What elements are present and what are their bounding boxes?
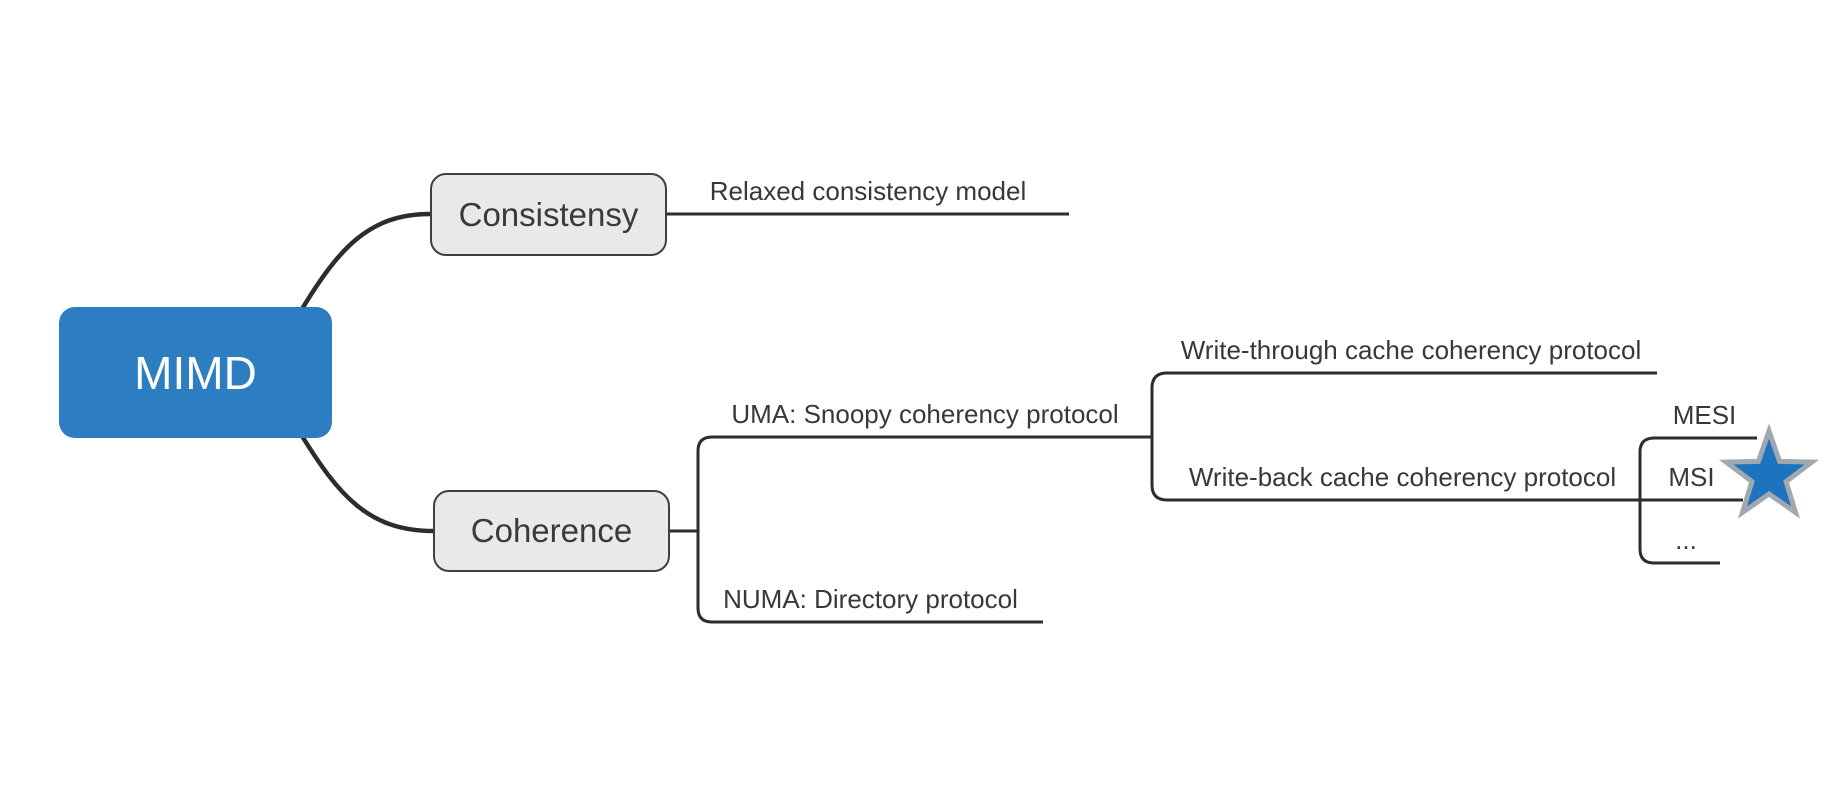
node-write-back[interactable]: Write-back cache coherency protocol [1188,462,1617,492]
star-icon[interactable] [1718,423,1820,519]
node-mimd-label: MIMD [134,346,257,399]
branch-writeback-children [1638,436,1757,565]
node-coherence-label: Coherence [470,512,633,549]
node-mesi[interactable]: MESI [1672,400,1737,430]
node-consistency[interactable]: Consistensy [430,173,667,256]
connector-mimd-coherence [300,434,434,534]
node-ellipsis[interactable]: ... [1675,525,1697,555]
branch-coherence-uma-numa [696,435,1152,624]
branch-uma-write-children [1150,371,1743,502]
node-msi[interactable]: MSI [1668,462,1715,492]
node-write-through[interactable]: Write-through cache coherency protocol [1180,335,1642,365]
connector-mimd-consistency [300,211,431,311]
node-consistency-label: Consistensy [458,195,639,233]
node-uma-snoopy[interactable]: UMA: Snoopy coherency protocol [731,399,1119,429]
node-mimd[interactable]: MIMD [59,307,332,438]
node-numa-directory[interactable]: NUMA: Directory protocol [723,584,1018,614]
node-relaxed-consistency-model[interactable]: Relaxed consistency model [709,176,1027,206]
node-coherence[interactable]: Coherence [433,490,670,572]
